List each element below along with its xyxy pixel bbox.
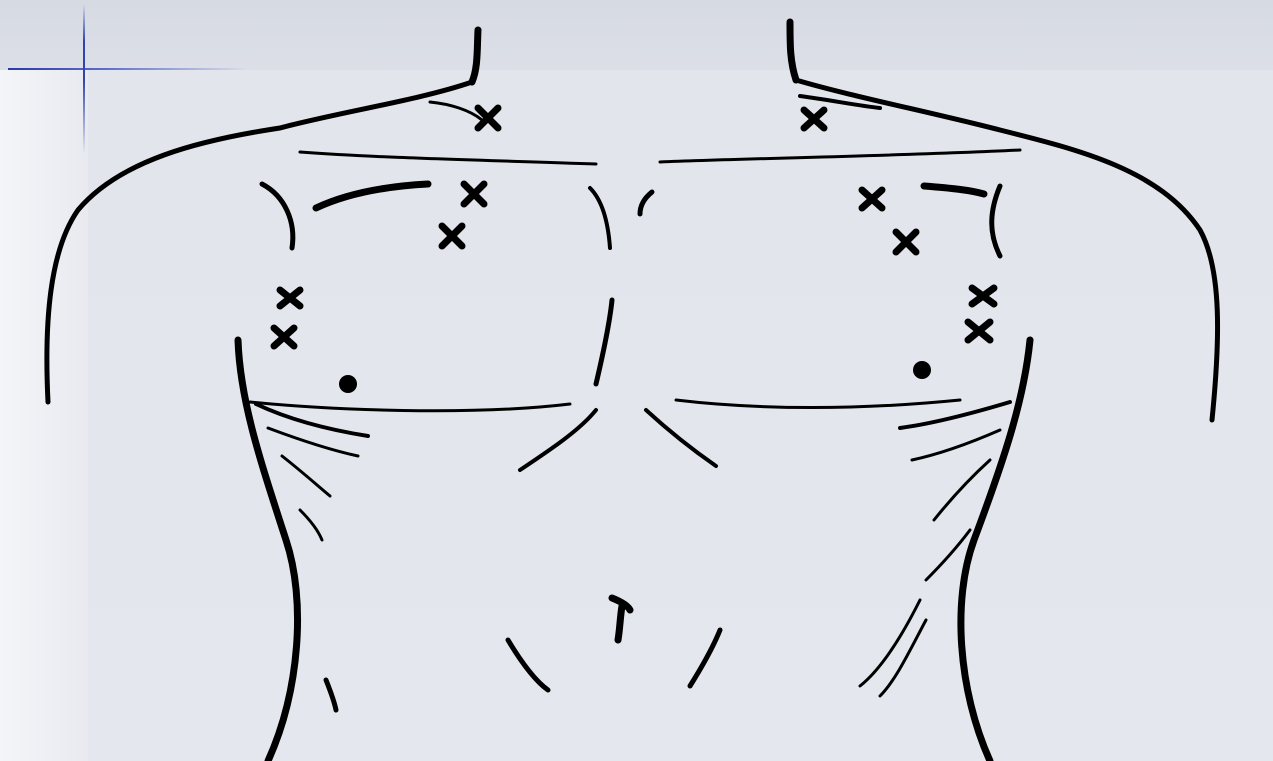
marker-right-5 (968, 322, 990, 340)
left-pec-lower-border (250, 402, 570, 411)
marker-right-3 (896, 232, 916, 252)
left-shoulder-arm-outline (47, 82, 472, 402)
right-rib-stroke (646, 410, 716, 466)
left-rib-stroke (520, 410, 596, 470)
left-clavicle-line (300, 152, 596, 164)
right-abdomen-stroke (690, 630, 720, 686)
marker-left-5 (274, 328, 294, 346)
navel (612, 598, 630, 640)
right-deltoid-stroke (992, 186, 1000, 256)
marker-right-1 (804, 110, 824, 128)
sternum-upper-left (590, 188, 610, 248)
left-side-shading-3 (282, 456, 330, 496)
marker-left-2 (464, 184, 484, 204)
left-abdomen-stroke (508, 640, 548, 690)
neck-left-line (472, 30, 478, 82)
left-hip-stroke (326, 680, 336, 710)
left-deltoid-stroke (262, 184, 293, 248)
right-torso-side (961, 340, 1030, 761)
marker-right-4 (972, 288, 994, 304)
left-trapezius-shading (430, 102, 482, 120)
right-side-shading-1 (900, 402, 1010, 428)
right-hip-shading-1 (860, 600, 920, 686)
sternum-mid-line (596, 300, 612, 384)
right-pec-lower-border (676, 400, 960, 408)
right-clavicle-line (660, 150, 1020, 162)
right-side-shading-2 (912, 430, 1000, 460)
right-pec-upper-stroke (924, 186, 984, 194)
right-nipple (913, 361, 931, 379)
neck-right-line (790, 22, 796, 80)
left-side-shading-4 (300, 510, 322, 540)
marker-left-3 (442, 226, 462, 246)
marker-left-4 (280, 290, 300, 306)
right-shoulder-arm-outline (796, 80, 1218, 420)
sternum-upper-right (640, 192, 652, 214)
left-pec-upper-stroke (316, 184, 428, 208)
marker-right-2 (862, 190, 882, 208)
left-nipple (339, 375, 357, 393)
